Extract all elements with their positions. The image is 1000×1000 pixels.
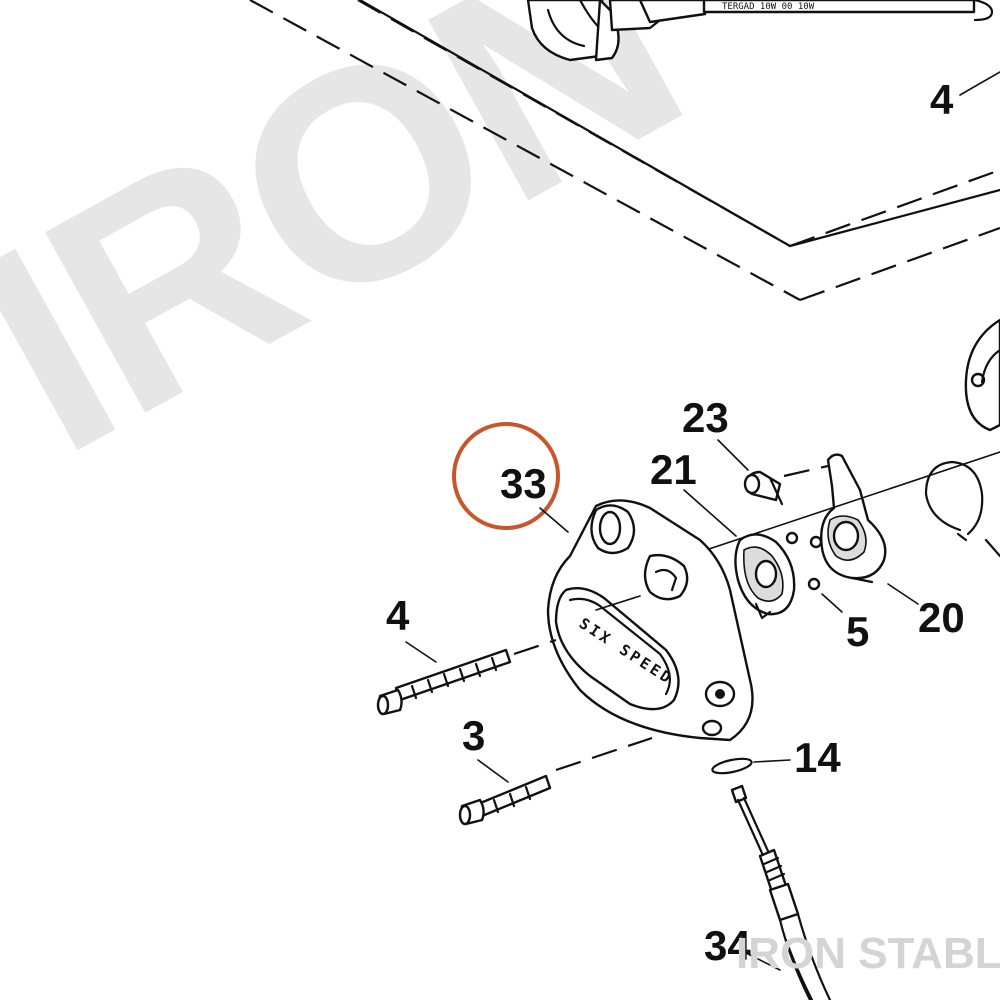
callout-34: 34	[704, 922, 751, 969]
transmission-cover-33: SIX SPEED	[546, 499, 754, 742]
housing-dashed-lines	[249, 0, 1000, 302]
callout-3: 3	[462, 712, 485, 759]
oring-14	[711, 757, 753, 775]
retaining-ring	[924, 460, 1000, 558]
washer-21	[734, 533, 796, 620]
shift-cam-20	[783, 453, 887, 584]
callout-14: 14	[794, 734, 841, 781]
callout-23: 23	[682, 394, 729, 441]
top-shaft-assembly: TERGAD 10W 00 10W	[526, 0, 994, 62]
brand-label: IRON STABLE	[736, 929, 1000, 978]
callout-33: 33	[500, 460, 547, 507]
cable-34	[730, 784, 832, 1000]
callout-21: 21	[650, 446, 697, 493]
watermark-text: IRON	[0, 0, 726, 516]
pin-23	[743, 470, 784, 506]
callout-20: 20	[918, 594, 965, 641]
bolt-4	[376, 638, 557, 716]
bolt-3	[458, 736, 653, 826]
callout-4-top: 4	[930, 76, 954, 123]
callout-4-bolt: 4	[386, 592, 410, 639]
callout-5: 5	[846, 608, 869, 655]
highlight-circle-33	[452, 422, 560, 530]
shaft-text-fragment: TERGAD 10W 00 10W	[722, 2, 815, 12]
housing-edge-right	[964, 318, 1000, 432]
balls-5	[785, 531, 823, 591]
